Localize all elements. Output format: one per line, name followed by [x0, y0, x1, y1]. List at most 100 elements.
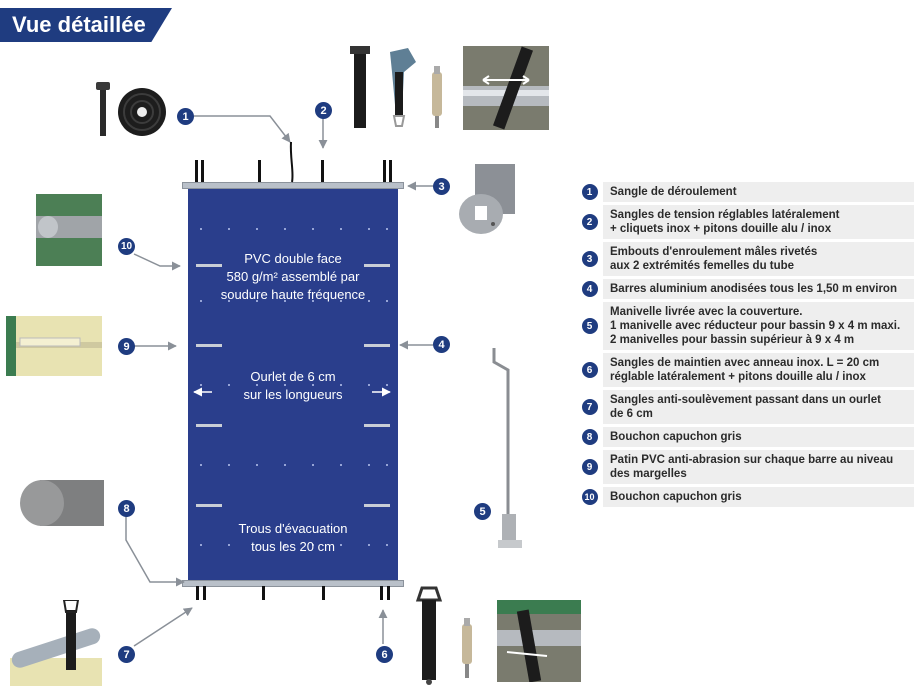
top-bar [182, 182, 404, 189]
top-strap [321, 160, 324, 182]
bar-mark [364, 424, 390, 427]
bar-mark [196, 504, 222, 507]
bar-mark [364, 344, 390, 347]
drain-hole-dot [284, 228, 286, 230]
legend-text: Embouts d'enroulement mâles rivetés aux … [603, 242, 914, 276]
cover-text-line: sur les longueurs [243, 387, 343, 402]
page-title: Vue détaillée [12, 12, 146, 37]
legend-item: 6 Sangles de maintien avec anneau inox. … [576, 353, 914, 387]
end-cap-photo-10 [36, 194, 102, 266]
drain-hole-dot [228, 384, 230, 386]
legend-text: Barres aluminium anodisées tous les 1,50… [603, 279, 914, 299]
drain-hole-dot [228, 228, 230, 230]
legend-number: 10 [581, 489, 598, 505]
legend-number: 9 [581, 459, 598, 475]
legend-number: 6 [581, 362, 598, 378]
drain-hole-dot [368, 300, 370, 302]
strap-roll-photo [96, 82, 166, 136]
drain-hole-dot [256, 300, 258, 302]
drain-hole-dot [228, 544, 230, 546]
drain-hole-dot [368, 384, 370, 386]
drain-hole-dot [228, 464, 230, 466]
drain-hole-dot [368, 464, 370, 466]
callout-7: 7 [118, 646, 135, 663]
drain-hole-dot [284, 464, 286, 466]
callout-3: 3 [433, 178, 450, 195]
bottom-strap [203, 586, 206, 600]
bottom-strap [196, 586, 199, 600]
bottom-strap [262, 586, 265, 600]
drain-hole-dot [256, 544, 258, 546]
cover-hem-text: Ourlet de 6 cm sur les longueurs [188, 368, 398, 404]
top-strap [258, 160, 261, 182]
top-strap [383, 160, 386, 182]
drain-hole-dot [228, 300, 230, 302]
cover-text-line: Ourlet de 6 cm [250, 369, 336, 384]
legend-item: 5 Manivelle livrée avec la couverture. 1… [576, 302, 914, 350]
drain-hole-dot [200, 464, 202, 466]
ratchet-strap-photo [350, 46, 442, 128]
legend-text: Patin PVC anti-abrasion sur chaque barre… [603, 450, 914, 484]
drain-hole-dot [312, 464, 314, 466]
drain-hole-dot [256, 228, 258, 230]
drain-hole-dot [200, 228, 202, 230]
top-strap [389, 160, 392, 182]
title-banner: Vue détaillée [0, 8, 172, 42]
crank-handle-illustration [492, 348, 522, 548]
retaining-strap-photo [415, 586, 472, 685]
callout-8: 8 [118, 500, 135, 517]
legend-item: 4 Barres aluminium anodisées tous les 1,… [576, 279, 914, 299]
cover-text-line: PVC double face [244, 251, 342, 266]
cover-drain-text: Trous d'évacuation tous les 20 cm [188, 520, 398, 556]
drain-hole-dot [312, 544, 314, 546]
bottom-strap [380, 586, 383, 600]
drain-hole-dot [312, 228, 314, 230]
legend-item: 1 Sangle de déroulement [576, 182, 914, 202]
drain-hole-dot [340, 384, 342, 386]
cover-text-line: soudure haute fréquence [220, 287, 366, 302]
cover-text-line: tous les 20 cm [251, 539, 335, 554]
anti-lift-strap-photo [10, 600, 102, 686]
legend-item: 2 Sangles de tension réglables latéralem… [576, 205, 914, 239]
top-strap [201, 160, 204, 182]
drain-hole-dot [340, 228, 342, 230]
legend: 1 Sangle de déroulement 2 Sangles de ten… [576, 182, 914, 510]
legend-text: Bouchon capuchon gris [603, 427, 914, 447]
bar-mark [196, 424, 222, 427]
callout-5: 5 [474, 503, 491, 520]
drain-hole-dot [386, 300, 388, 302]
drain-hole-dot [368, 544, 370, 546]
bottom-strap [387, 586, 390, 600]
tube-end-photo [459, 164, 515, 234]
end-cap-photo-8 [20, 480, 104, 526]
drain-hole-dot [200, 300, 202, 302]
legend-text: Manivelle livrée avec la couverture. 1 m… [603, 302, 914, 350]
legend-number: 1 [581, 184, 598, 200]
drain-hole-dot [284, 300, 286, 302]
legend-text: Sangles de maintien avec anneau inox. L … [603, 353, 914, 387]
legend-text: Sangle de déroulement [603, 182, 914, 202]
bar-mark [196, 344, 222, 347]
drain-hole-dot [386, 384, 388, 386]
drain-hole-dot [312, 300, 314, 302]
callout-2: 2 [315, 102, 332, 119]
pvc-pad-photo [6, 316, 102, 376]
legend-number: 3 [581, 251, 598, 267]
drain-hole-dot [200, 384, 202, 386]
legend-text: Bouchon capuchon gris [603, 487, 914, 507]
top-strap [195, 160, 198, 182]
bar-mark [364, 264, 390, 267]
legend-item: 8 Bouchon capuchon gris [576, 427, 914, 447]
legend-item: 10 Bouchon capuchon gris [576, 487, 914, 507]
legend-number: 2 [581, 214, 598, 230]
strap-coping-photo [497, 600, 581, 682]
callout-9: 9 [118, 338, 135, 355]
callout-1: 1 [177, 108, 194, 125]
legend-item: 7 Sangles anti-soulèvement passant dans … [576, 390, 914, 424]
bar-mark [196, 264, 222, 267]
pool-cover [188, 186, 398, 582]
bottom-strap [322, 586, 325, 600]
cover-text-line: 580 g/m² assemblé par [226, 269, 360, 284]
legend-number: 4 [581, 281, 598, 297]
